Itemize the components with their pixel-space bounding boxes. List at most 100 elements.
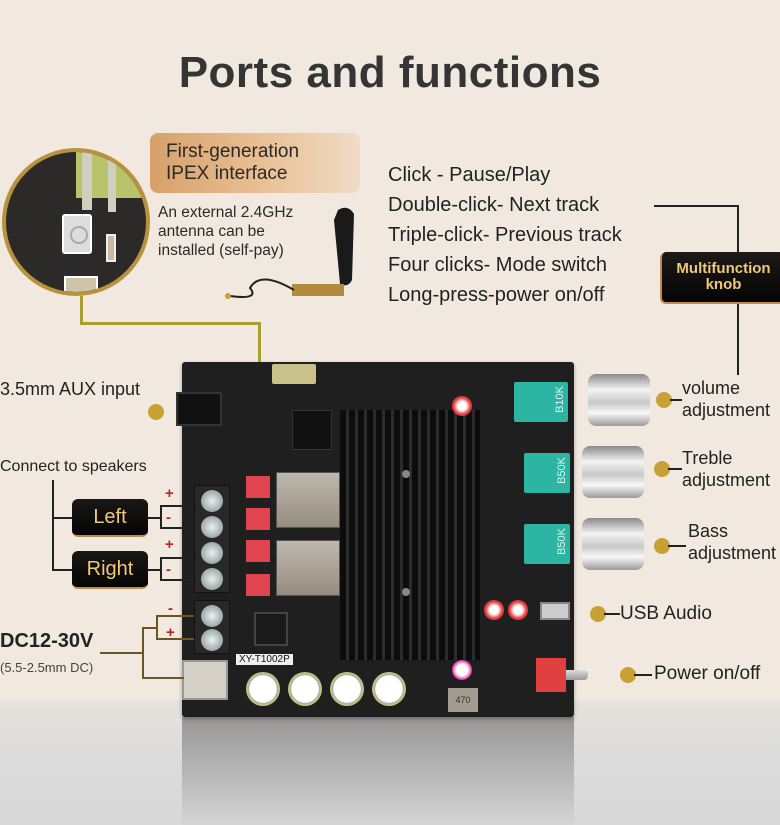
knob-function-item: Long-press-power on/off (388, 284, 605, 306)
usb-port (540, 602, 570, 620)
treble-label-line2: adjustment (682, 470, 771, 490)
dc-leader-line (142, 677, 184, 679)
pot-bass-label: B50K (556, 528, 568, 555)
volume-label-line2: adjustment (682, 400, 771, 420)
capacitor (330, 672, 364, 706)
treble-dot-icon (654, 461, 670, 477)
ipex-badge-line1: First-generation (166, 141, 300, 162)
pot-treble: B50K (524, 453, 570, 493)
relay-red (246, 508, 270, 530)
terminal-screw (201, 605, 223, 627)
relay-red (246, 476, 270, 498)
smd-component (106, 234, 116, 262)
terminal-screw (201, 629, 223, 651)
aux-input-label: 3.5mm AUX input (0, 379, 141, 399)
right-channel-badge: Right (72, 551, 148, 589)
volume-knob[interactable] (588, 374, 650, 426)
relay-red (246, 574, 270, 596)
volume-label: volume adjustment (682, 377, 770, 421)
dc-leader-line (156, 638, 194, 640)
power-dot-icon (620, 667, 636, 683)
speakers-leader-line (52, 480, 54, 570)
ipex-badge-line2: IPEX interface (166, 163, 288, 184)
crystal-component (64, 276, 98, 292)
usb-dot-icon (590, 606, 606, 622)
dc-leader-line (156, 615, 158, 639)
treble-leader-line (668, 468, 682, 470)
aux-dot-icon (148, 404, 164, 420)
ipex-leader-line (80, 322, 260, 325)
heatsink (340, 410, 480, 660)
ipex-badge: First-generation IPEX interface (150, 133, 360, 193)
knob-badge-line2: knob (705, 276, 742, 293)
aux-jack (176, 392, 222, 426)
bluetooth-antenna (272, 364, 316, 384)
trace-strip (82, 152, 92, 210)
speakers-leader-line (52, 517, 72, 519)
treble-label-line1: Treble (682, 448, 733, 468)
dc-leader-line (142, 627, 144, 679)
power-terminal (194, 600, 230, 654)
capacitor-red (452, 396, 472, 416)
knob-badge-line1: Multifunction (676, 260, 771, 277)
volume-label-line1: volume (682, 378, 741, 398)
knob-function-item: Click - Pause/Play (388, 164, 551, 186)
usb-leader-line (604, 613, 620, 615)
ipex-desc-line1: An external 2.4GHz (158, 204, 294, 221)
left-leader-line (148, 517, 162, 519)
inductor (276, 540, 340, 596)
inductor (276, 472, 340, 528)
left-leader-line (160, 527, 194, 529)
diode (254, 612, 288, 646)
treble-knob[interactable] (582, 446, 644, 498)
ipex-leader-line (258, 322, 261, 392)
usb-audio-label: USB Audio (620, 603, 712, 624)
speaker-terminal (194, 485, 230, 593)
left-leader-line (160, 505, 162, 529)
capacitor (288, 672, 322, 706)
power-label: Power on/off (654, 663, 761, 684)
dc-minus-sign: - (168, 600, 173, 617)
pot-treble-label: B50K (556, 457, 568, 484)
knob-leader-line (654, 205, 738, 207)
knob-function-item: Double-click- Next track (388, 194, 600, 216)
dc-jack-label: (5.5-2.5mm DC) (0, 660, 94, 675)
right-leader-line (160, 579, 194, 581)
power-leader-line (634, 674, 652, 676)
terminal-screw (201, 490, 223, 512)
dc-leader-line (142, 627, 158, 629)
heatsink-screw (402, 470, 410, 478)
power-toggle-lever[interactable] (566, 670, 588, 680)
left-leader-line (160, 505, 194, 507)
ipex-desc-line3: installed (self-pay) (158, 242, 284, 259)
dc-leader-line (156, 615, 194, 617)
power-switch[interactable] (536, 658, 566, 692)
volume-dot-icon (656, 392, 672, 408)
bass-knob[interactable] (582, 518, 644, 570)
ipex-connector-icon (62, 214, 92, 254)
ipex-description: An external 2.4GHz antenna can be instal… (158, 203, 293, 260)
right-minus-sign: - (166, 561, 171, 578)
heatsink-screw (402, 588, 410, 596)
board-reflection (182, 717, 574, 825)
capacitor-red (508, 600, 528, 620)
right-leader-line (148, 569, 162, 571)
pot-bass: B50K (524, 524, 570, 564)
ipex-desc-line2: antenna can be (158, 223, 265, 240)
bass-label-line2: adjustment (688, 543, 777, 563)
knob-function-list: Click - Pause/Play Double-click- Next tr… (388, 160, 622, 310)
terminal-screw (201, 542, 223, 564)
left-plus-sign: + (165, 485, 174, 502)
terminal-screw (201, 516, 223, 538)
pot-volume: B10K (514, 382, 568, 422)
right-leader-line (160, 557, 162, 581)
inductor-470: 470 (448, 688, 478, 712)
capacitor (372, 672, 406, 706)
dc-leader-line (100, 652, 144, 654)
bass-dot-icon (654, 538, 670, 554)
relay-red (246, 540, 270, 562)
capacitor-red (484, 600, 504, 620)
pot-volume-label: B10K (554, 386, 566, 413)
knob-function-item: Triple-click- Previous track (388, 224, 622, 246)
trace-strip (108, 152, 116, 212)
